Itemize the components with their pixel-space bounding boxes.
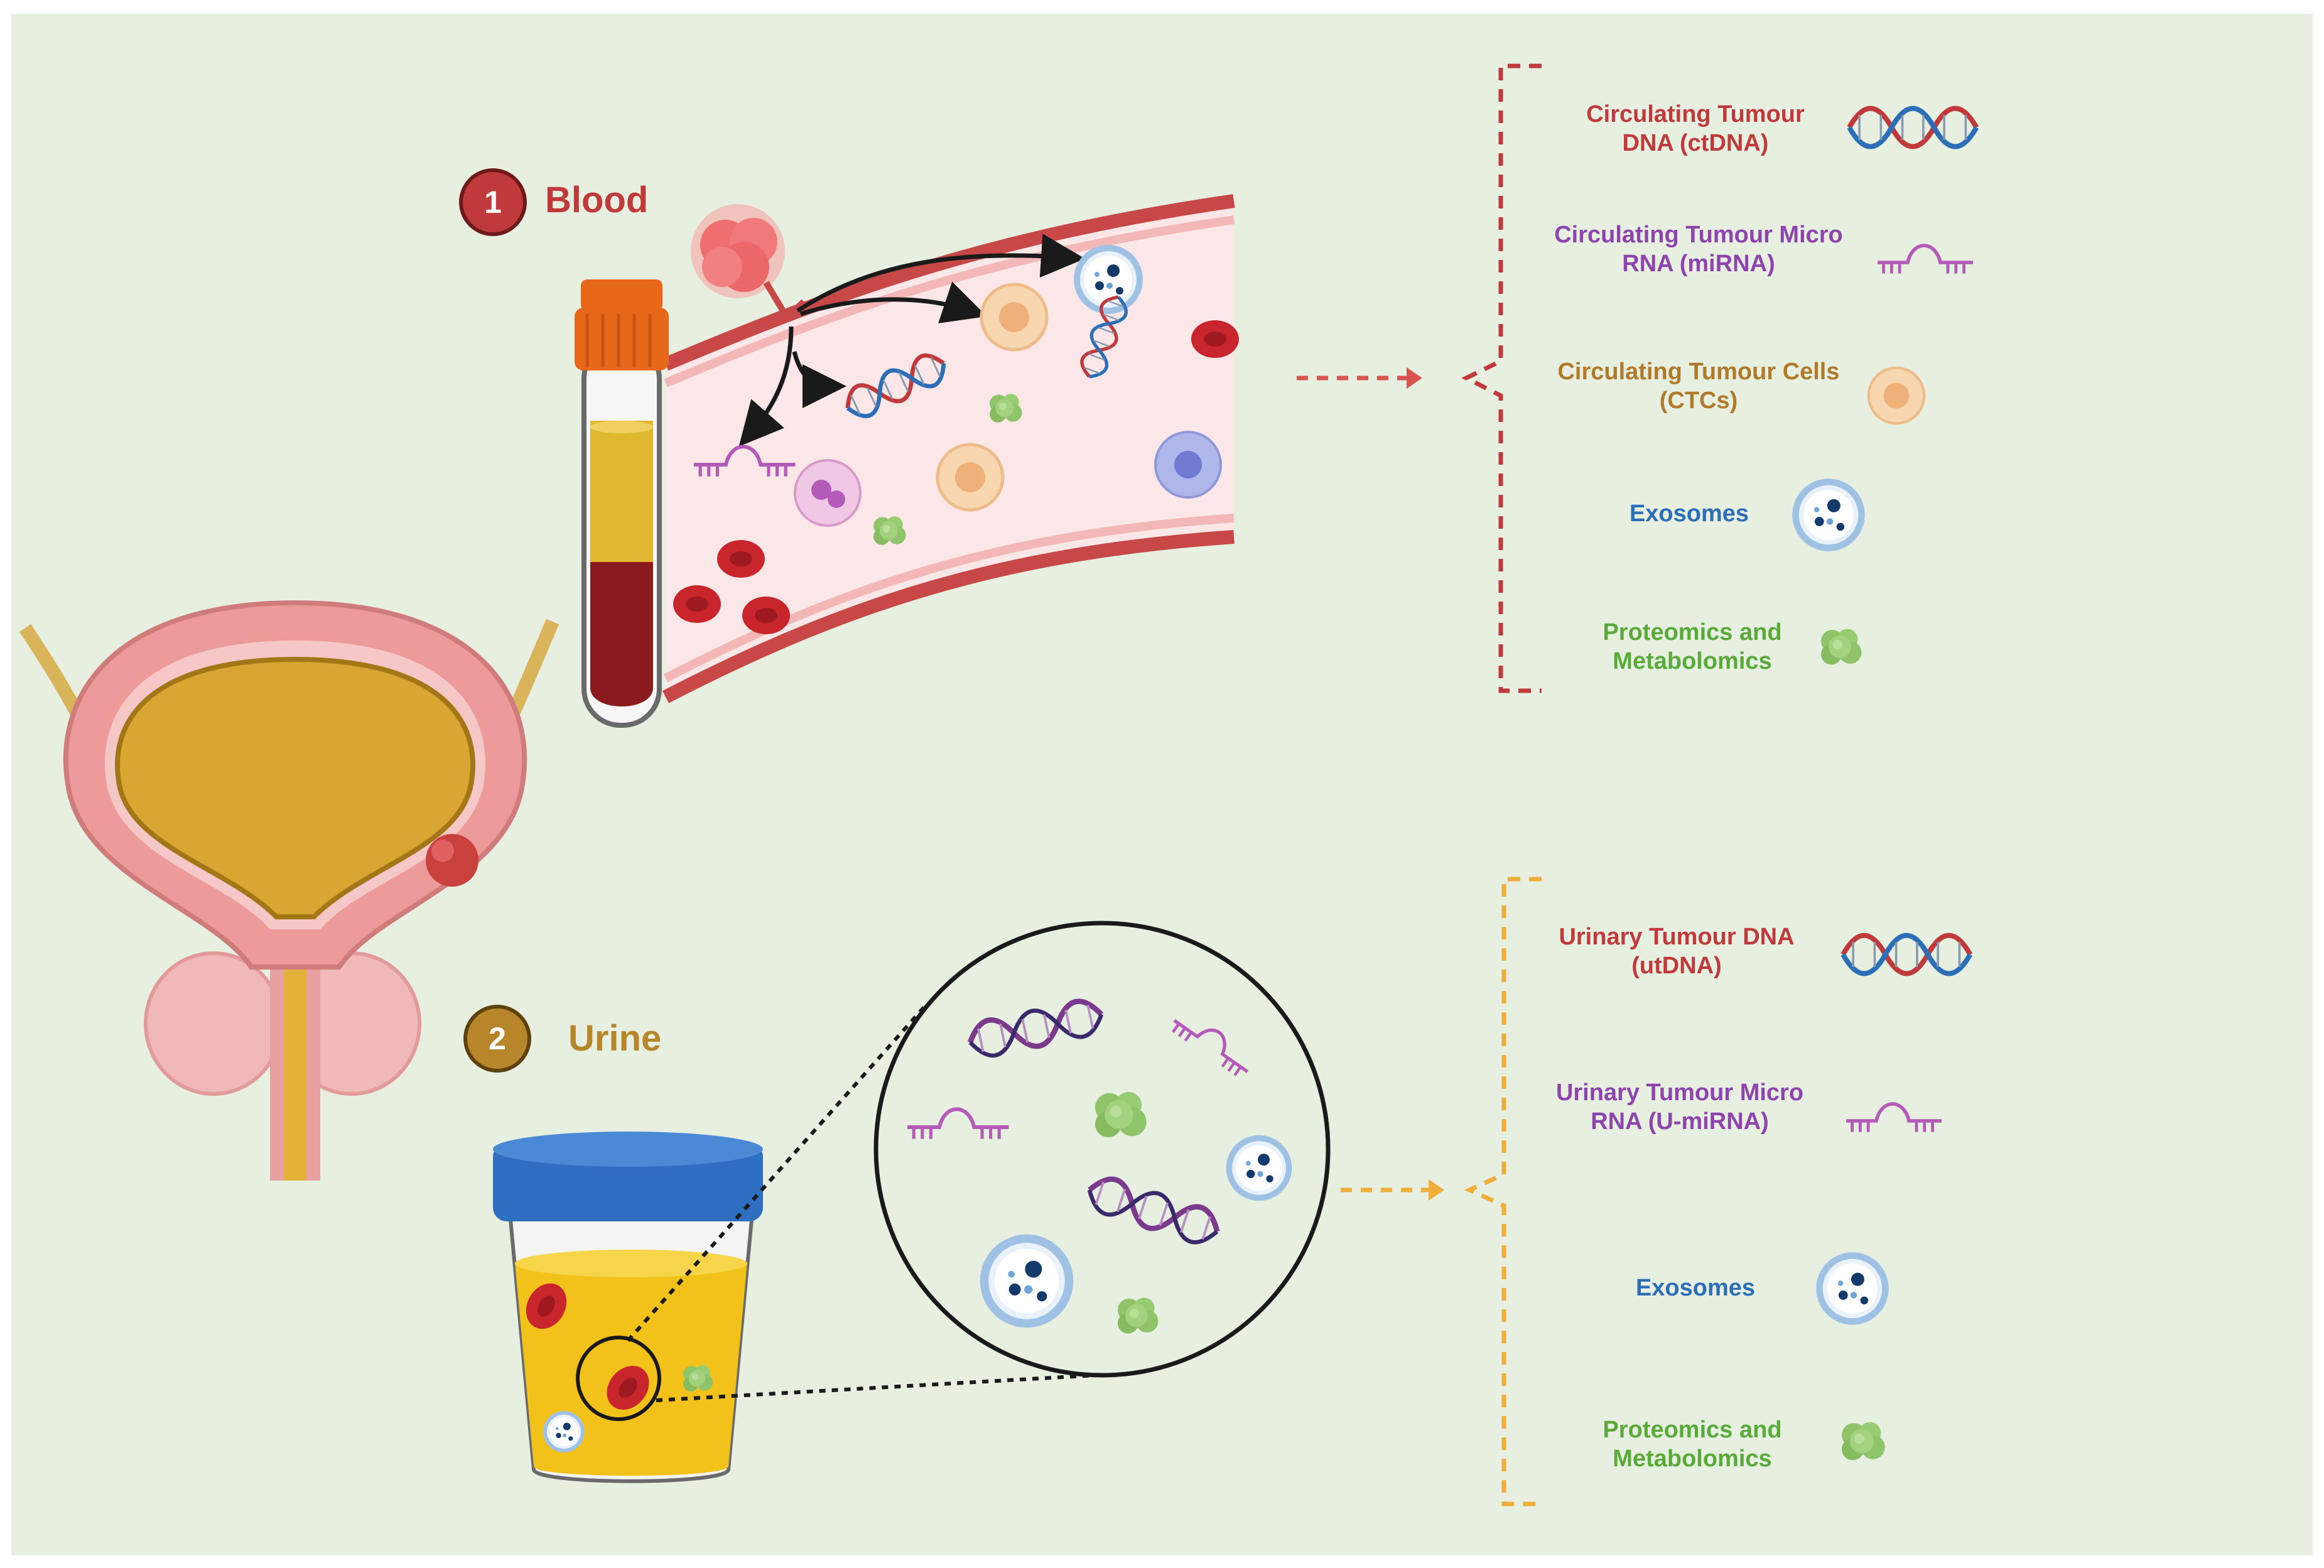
blood-vessel: [662, 194, 1239, 703]
protein-cluster-icon: [1842, 1422, 1885, 1461]
urine-badge: 2: [463, 1005, 531, 1073]
urine-item-umirna-label: Urinary Tumour Micro RNA (U-miRNA): [1555, 1079, 1804, 1135]
blood-item-proteomics-label: Proteomics and Metabolomics: [1602, 619, 1782, 674]
urine-item-exosomes-label: Exosomes: [1635, 1275, 1756, 1301]
blood-item-mirna-label: Circulating Tumour Micro RNA (miRNA): [1554, 222, 1843, 277]
exosome-icon: [1796, 482, 1862, 548]
mirna-icon: [1846, 1104, 1942, 1132]
dna-helix-icon: [1849, 109, 1977, 147]
blood-item-ctdna-label: Circulating Tumour DNA (ctDNA): [1586, 101, 1805, 156]
mirna-icon: [1878, 246, 1973, 274]
urine-zoom-circle: [626, 921, 1331, 1402]
urine-item-utdna-label: Urinary Tumour DNA (utDNA): [1559, 924, 1795, 979]
exosome-icon: [1820, 1256, 1886, 1322]
dna-helix-icon: [1843, 936, 1970, 974]
blood-title: Blood: [545, 180, 649, 220]
protein-cluster-icon: [1821, 629, 1862, 665]
blood-tube: [575, 279, 669, 728]
urine-cup: [493, 1132, 763, 1483]
bladder-illustration: [19, 600, 559, 1181]
blood-item-exosomes-label: Exosomes: [1629, 500, 1749, 527]
blood-badge: 1: [459, 168, 527, 236]
urine-item-proteomics-label: Proteomics and Metabolomics: [1602, 1417, 1782, 1472]
blood-item-ctc-label: Circulating Tumour Cells (CTCs): [1557, 359, 1840, 414]
urine-title: Urine: [568, 1018, 662, 1059]
cell-icon: [1869, 368, 1924, 423]
